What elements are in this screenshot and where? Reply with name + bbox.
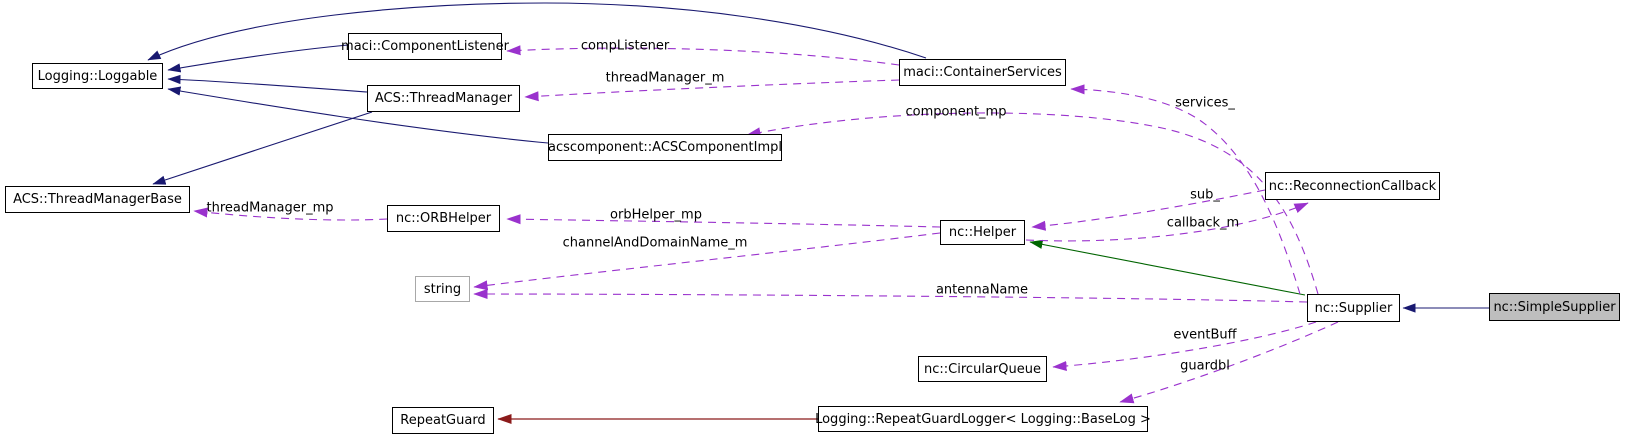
class-box-string: string [415, 276, 470, 302]
e-helper-orbhelper [506, 214, 941, 228]
e-supplier-acscomponentimpl [746, 112, 1319, 295]
edge-label-e-supplier-repeatguardlogger: guardbl [1180, 358, 1230, 374]
class-box-container-services[interactable]: maci::ContainerServices [899, 59, 1066, 86]
class-box-simple-supplier: nc::SimpleSupplier [1489, 293, 1620, 321]
class-box-repeat-guard[interactable]: RepeatGuard [392, 407, 494, 434]
e-supplier-helper [1029, 239, 1306, 296]
class-box-component-listener[interactable]: maci::ComponentListener [341, 33, 509, 60]
edge-label-e-containerservices-complistener: compListener [580, 38, 670, 54]
class-box-acs-component-impl[interactable]: acscomponent::ACSComponentImpl [548, 134, 782, 161]
e-threadmanager-threadmanagerbase [152, 111, 373, 185]
class-box-supplier[interactable]: nc::Supplier [1307, 294, 1400, 322]
e-containerservices-threadmanager [524, 79, 900, 102]
class-box-orb-helper[interactable]: nc::ORBHelper [387, 205, 500, 232]
e-complistener-loggable [167, 44, 349, 73]
e-containerservices-loggable [147, 2, 927, 61]
e-supplier-circularqueue [1052, 321, 1317, 371]
edge-label-e-supplier-containerservices: services_ [1175, 95, 1235, 111]
class-box-helper[interactable]: nc::Helper [940, 220, 1025, 245]
class-box-reconnection-callback[interactable]: nc::ReconnectionCallback [1265, 172, 1440, 200]
edge-label-e-supplier-string: antennaName [935, 282, 1029, 298]
edge-label-e-containerservices-threadmanager: threadManager_m [605, 70, 725, 86]
e-supplier-string [473, 288, 1308, 303]
e-reconnectioncallback-helper [1031, 189, 1266, 231]
class-box-circular-queue[interactable]: nc::CircularQueue [918, 356, 1047, 382]
edge-label-e-helper-orbhelper: orbHelper_mp [610, 207, 702, 223]
class-box-thread-manager[interactable]: ACS::ThreadManager [367, 85, 520, 112]
edge-label-e-helper-string: channelAndDomainName_m [562, 235, 748, 251]
e-helper-reconnectioncallback [1025, 202, 1309, 242]
edge-label-e-reconnectioncallback-helper: sub_ [1190, 187, 1220, 203]
edge-label-e-supplier-acscomponentimpl: component_mp [905, 104, 1007, 120]
class-box-loggable[interactable]: Logging::Loggable [32, 63, 163, 89]
e-containerservices-complistener [506, 45, 900, 66]
e-acscomponentimpl-loggable [167, 86, 549, 144]
edge-label-e-supplier-circularqueue: eventBuff [1173, 327, 1237, 343]
class-box-thread-manager-base[interactable]: ACS::ThreadManagerBase [5, 186, 190, 213]
edge-label-e-helper-reconnectioncallback: callback_m [1166, 215, 1240, 231]
e-supplier-repeatguardlogger [1119, 321, 1339, 404]
e-threadmanager-loggable [167, 74, 368, 93]
e-orbhelper-threadmanagerbase [193, 207, 388, 221]
e-helper-string [473, 232, 941, 291]
class-box-repeat-guard-logger[interactable]: Logging::RepeatGuardLogger< Logging::Bas… [815, 406, 1151, 432]
edge-label-e-orbhelper-threadmanagerbase: threadManager_mp [206, 200, 334, 216]
